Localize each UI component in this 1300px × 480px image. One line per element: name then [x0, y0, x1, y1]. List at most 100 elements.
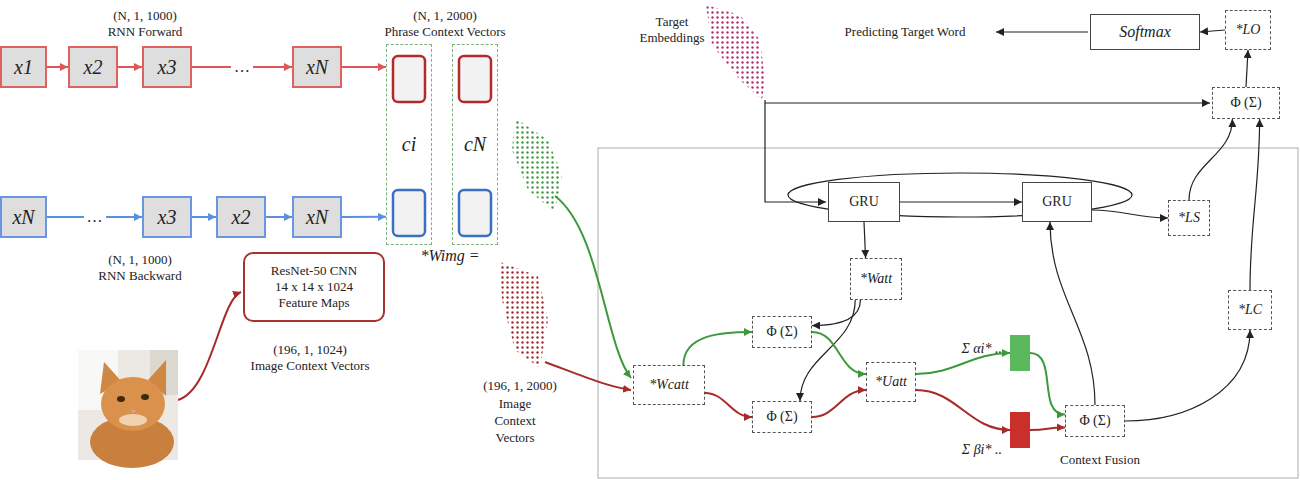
connector-arrow: [1125, 330, 1250, 421]
connector-arrow: [342, 66, 386, 68]
node-text: x1: [14, 56, 33, 79]
attention-vector-bar: Σ αi* ..: [1010, 335, 1030, 371]
connector-arrow: [1250, 119, 1260, 290]
operation-box: Φ (Σ): [752, 401, 812, 433]
forward-state-bar: [393, 56, 425, 102]
annotation-label: (N, 1, 1000): [90, 8, 200, 24]
node-text: x3: [158, 56, 177, 79]
attention-vector-bar: Σ βi* ..: [1010, 412, 1030, 448]
annotation-label: RNN Forward: [90, 24, 200, 40]
cat-photo: [78, 350, 178, 468]
node-text: *LC: [1238, 302, 1262, 318]
annotation-label: Image Context Vectors: [235, 358, 385, 374]
connector-arrow: [864, 222, 866, 258]
phrase-context-wire: [555, 196, 631, 378]
node-text: ci: [402, 133, 416, 156]
gru-box: GRU: [1022, 182, 1092, 222]
node-text: *Wcatt: [649, 377, 689, 393]
image-context-wire: [545, 362, 631, 390]
node-text: *Uatt: [875, 374, 907, 390]
embedding-wire: [765, 102, 1210, 103]
target-embedding-cloud: [706, 5, 765, 100]
connector-arrow: [812, 300, 860, 326]
backward-rnn-cell: xN: [0, 196, 47, 238]
image-input-wire: [178, 292, 241, 400]
node-text: Φ (Σ): [766, 324, 797, 340]
node-text: *LO: [1236, 22, 1261, 38]
connector-arrow: [192, 216, 216, 218]
annotation-label: RNN Backward: [85, 268, 195, 284]
connector-arrow: [1050, 222, 1095, 405]
connector-arrow: [705, 393, 752, 417]
node-text: *LS: [1178, 210, 1200, 226]
edge-label: …: [84, 208, 106, 226]
node-text: Φ (Σ): [766, 409, 797, 425]
operation-box: Φ (Σ): [1212, 87, 1280, 119]
connector-arrow: [1200, 30, 1225, 32]
connector-arrow: [916, 353, 1010, 374]
cnn-box: ResNet-50 CNN 14 x 14 x 1024 Feature Map…: [243, 252, 385, 322]
connector-arrow: [800, 300, 855, 401]
backward-rnn-cell: xN: [292, 196, 342, 238]
softmax-box: Softmax: [1090, 14, 1200, 50]
connector-arrow: [812, 390, 866, 417]
context-vector-box: cN: [452, 44, 498, 245]
node-text: cN: [464, 133, 486, 156]
node-text: xN: [306, 206, 328, 229]
operation-box: *Uatt: [866, 362, 916, 402]
connector-arrow: [1246, 50, 1248, 87]
forward-rnn-cell: x2: [68, 46, 118, 88]
node-text: Σ βi* ..: [962, 442, 1002, 458]
gru-box: GRU: [828, 182, 900, 222]
cat-head: [101, 377, 165, 431]
node-text: GRU: [1042, 194, 1072, 210]
forward-state-bar: [459, 56, 491, 102]
node-text: Φ (Σ): [1230, 95, 1261, 111]
connector-arrow: [900, 201, 1022, 202]
cat-eye: [141, 394, 149, 400]
annotation-label: (N, 1, 2000): [390, 8, 500, 24]
node-text: x3: [158, 206, 177, 229]
operation-box: Φ (Σ): [1065, 405, 1125, 437]
annotation-label: Image Context Vectors: [480, 395, 550, 446]
connector-arrow: [1030, 353, 1065, 415]
operation-box: Φ (Σ): [752, 316, 812, 348]
backward-state-bar: [459, 190, 491, 236]
cat-eye: [117, 396, 125, 402]
annotation-label: Phrase Context Vectors: [360, 24, 530, 40]
output-wire: [996, 31, 1088, 32]
cat-muzzle: [119, 414, 147, 426]
image-vector-cloud: [500, 262, 548, 368]
edge-label: …: [231, 58, 253, 76]
connector-arrow: [47, 66, 68, 68]
node-text: Φ (Σ): [1079, 413, 1110, 429]
forward-rnn-cell: x1: [0, 46, 47, 88]
annotation-label: (N, 1, 1000): [85, 252, 195, 268]
cat-nose: [131, 410, 136, 413]
node-text: xN: [12, 206, 34, 229]
node-text: GRU: [849, 194, 879, 210]
context-vector-box: ci: [386, 44, 432, 245]
operation-box: *LO: [1225, 10, 1271, 50]
connector-arrow: [1092, 210, 1168, 218]
phrase-vector-cloud: [512, 118, 562, 212]
connector-arrow: [342, 216, 386, 218]
annotation-label: Target Embeddings: [636, 14, 708, 46]
forward-rnn-cell: xN: [292, 46, 342, 88]
node-text: Σ αi* ..: [961, 341, 1002, 357]
connector-arrow: [683, 332, 752, 365]
annotation-label: (196, 1, 2000): [465, 378, 575, 394]
annotation-label: *Wimg =: [405, 248, 495, 264]
node-text: Softmax: [1119, 23, 1171, 41]
connector-arrow: [1189, 119, 1232, 200]
operation-box: *LS: [1168, 200, 1210, 236]
forward-rnn-cell: x3: [142, 46, 192, 88]
connector-arrow: [1030, 427, 1065, 430]
backward-rnn-cell: x3: [142, 196, 192, 238]
connector-arrow: [916, 390, 1010, 430]
annotation-label: (196, 1, 1024): [250, 342, 370, 358]
decoder-region: [598, 148, 1298, 478]
backward-state-bar: [393, 190, 425, 236]
